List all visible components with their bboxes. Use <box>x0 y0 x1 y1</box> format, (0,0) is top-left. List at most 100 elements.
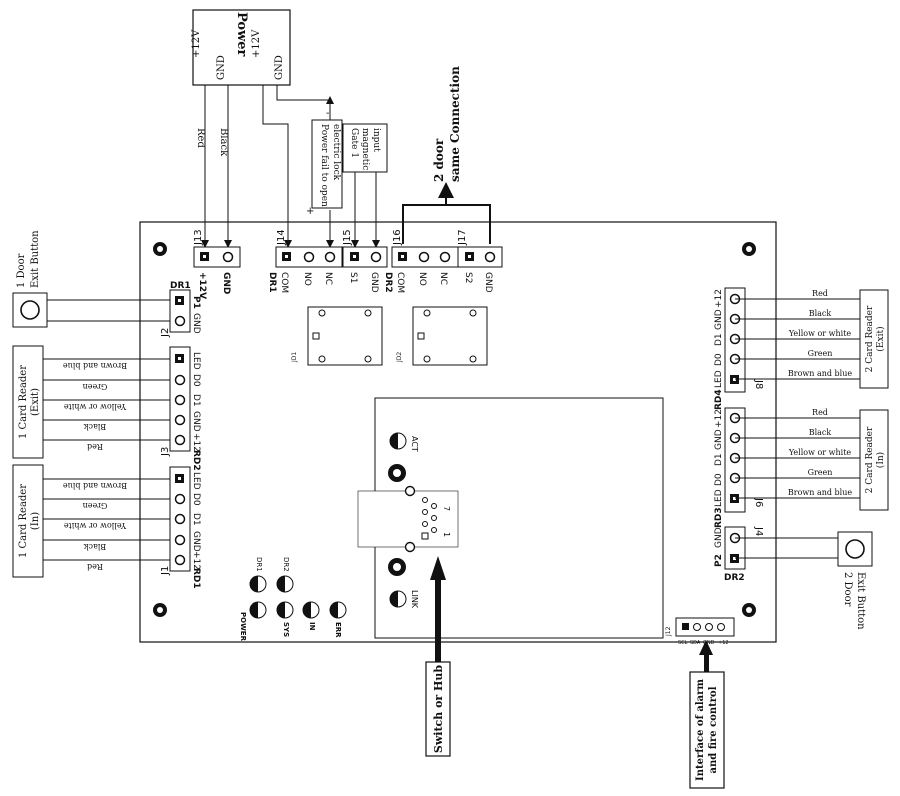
gate-input-line-1: Gate 1 <box>349 128 359 158</box>
header-j14-dr: DR1 <box>267 272 277 293</box>
card-reader-1-in <box>12 464 44 578</box>
power-pin-12v-b: +12V <box>251 29 262 58</box>
reader-1-exit-wire-3: Black <box>84 422 107 431</box>
header-j17-pin-s2: S2 <box>463 272 473 283</box>
header-j8-pin-gnd: GND <box>714 309 724 330</box>
header-j17-id: J17 <box>457 229 468 246</box>
header-j12-id: J12 <box>665 626 672 637</box>
header-j4-pin-gnd: GND <box>714 527 724 548</box>
alarm-arrow <box>699 640 713 672</box>
note-minus: - <box>326 108 329 119</box>
reader-1-in-wire-4: Red <box>87 562 103 571</box>
header-j13-pin-gnd: GND <box>221 272 231 294</box>
reader-2-in-wire-1: Black <box>809 428 832 437</box>
led-err-label: ERR <box>334 622 342 638</box>
header-j15 <box>342 246 388 268</box>
j12-pin-gnd: GND <box>703 640 715 646</box>
header-j8-pin-d1: D1 <box>714 333 724 346</box>
power-fail-line-2: electric lock <box>331 124 341 181</box>
header-j1-pin-gnd: GND <box>191 531 201 552</box>
switch-hub-label: Switch or Hub <box>432 665 445 754</box>
header-j8 <box>724 287 746 393</box>
header-j14-id: J14 <box>276 229 287 246</box>
power-title: Power <box>234 12 249 57</box>
card-reader-2-in <box>859 409 889 511</box>
header-j4 <box>724 526 746 570</box>
card-reader-2-exit-line-2: (Exit) <box>875 326 886 351</box>
power-pin-12v-a: +12V <box>191 29 202 58</box>
header-j14-pin-no: NO <box>302 272 312 286</box>
reader-2-exit-wire-3: Green <box>808 349 833 358</box>
led-dr2-label: DR2 <box>282 557 290 572</box>
header-j13-pin-12v: +12V <box>197 272 207 299</box>
header-j8-pin-d0: D0 <box>714 353 724 366</box>
header-j17 <box>457 246 503 268</box>
j12-pin-scl: SCL <box>678 640 688 646</box>
header-j14 <box>275 246 343 268</box>
header-j1-pin-d1: D1 <box>191 513 201 526</box>
header-j4-dr: DR2 <box>724 573 745 583</box>
j12-pin-sda: SDA <box>690 640 701 646</box>
header-j6-id: J6 <box>753 497 764 507</box>
link-led <box>389 590 407 608</box>
header-j6-pin-d1: D1 <box>714 453 724 466</box>
header-j6-pin-led: LED <box>714 489 724 507</box>
power-pin-gnd-b: GND <box>274 55 285 80</box>
gate-input-line-2: magnetic <box>360 128 370 170</box>
power-fail-line-1: Power fail to open <box>319 124 329 207</box>
reader-2-exit-wire-0: Red <box>812 289 828 298</box>
header-j6 <box>724 407 746 513</box>
header-j1 <box>169 466 191 572</box>
relay-jd1-label: JD1 <box>291 352 298 363</box>
two-door-line-2: same Connection <box>448 66 462 182</box>
j12-pin-12: +12 <box>718 640 729 646</box>
led-in-label: IN <box>308 622 316 631</box>
header-j16-dr: DR2 <box>383 272 393 293</box>
card-reader-2-exit-line-1: 2 Card Reader <box>865 305 875 372</box>
header-j6-rd: RD3 <box>714 507 724 528</box>
header-j3-id: J3 <box>160 447 171 457</box>
card-reader-1-exit-wires <box>43 358 180 441</box>
alarm-interface-line-1: Interface of alarm <box>695 679 706 781</box>
header-j16-pin-com: COM <box>395 272 405 293</box>
reader-2-in-wire-3: Green <box>808 468 833 477</box>
link-label: LINK <box>410 590 419 609</box>
header-j13 <box>193 246 241 268</box>
reader-2-in-wire-0: Red <box>812 408 828 417</box>
header-j13-id: J13 <box>193 229 204 246</box>
power-pin-gnd-a: GND <box>216 55 227 80</box>
card-reader-2-exit <box>859 289 889 389</box>
act-label: ACT <box>410 436 419 452</box>
act-led <box>389 432 407 450</box>
power-fail-note <box>311 119 343 209</box>
gate-input-wires <box>351 172 380 248</box>
exit-button-1-line-2: Exit Button <box>30 230 41 288</box>
header-j15-pin-s1: S1 <box>348 272 358 283</box>
header-j12 <box>675 617 735 637</box>
header-j1-pin-d0: D0 <box>191 493 201 506</box>
header-j1-id: J1 <box>160 566 171 576</box>
card-reader-2-in-line-2: (In) <box>875 452 886 468</box>
card-reader-2-in-line-1: 2 Card Reader <box>865 426 875 493</box>
reader-2-exit-wire-2: Yellow or white <box>788 329 852 338</box>
switch-arrow <box>430 556 446 662</box>
wire-black-label: Black <box>218 128 229 157</box>
header-j8-pin-led: LED <box>714 370 724 388</box>
reader-1-exit-wire-4: Red <box>87 442 103 451</box>
card-reader-2-exit-wires <box>735 298 860 380</box>
reader-1-exit-wire-1: Green <box>83 382 108 391</box>
header-j8-pin-12: +12 <box>714 289 724 308</box>
header-j1-rd: RD1 <box>191 568 201 589</box>
header-j3-pin-d0: D0 <box>191 374 201 387</box>
header-j2-pin-p1: P1 <box>191 296 201 309</box>
reader-1-in-wire-1: Green <box>83 501 108 510</box>
header-j8-id: J8 <box>753 379 764 389</box>
switch-hub-box <box>425 661 451 757</box>
reader-1-in-wire-2: Yellow or white <box>64 521 128 530</box>
rj45-jack <box>357 464 459 576</box>
header-j6-pin-12: +12 <box>714 409 724 428</box>
header-j1-pin-led: LED <box>191 472 201 490</box>
exit-button-1-wires <box>47 299 180 322</box>
rj45-pin-7: 7 <box>442 506 451 511</box>
header-j15-pin-gnd: GND <box>369 272 379 293</box>
